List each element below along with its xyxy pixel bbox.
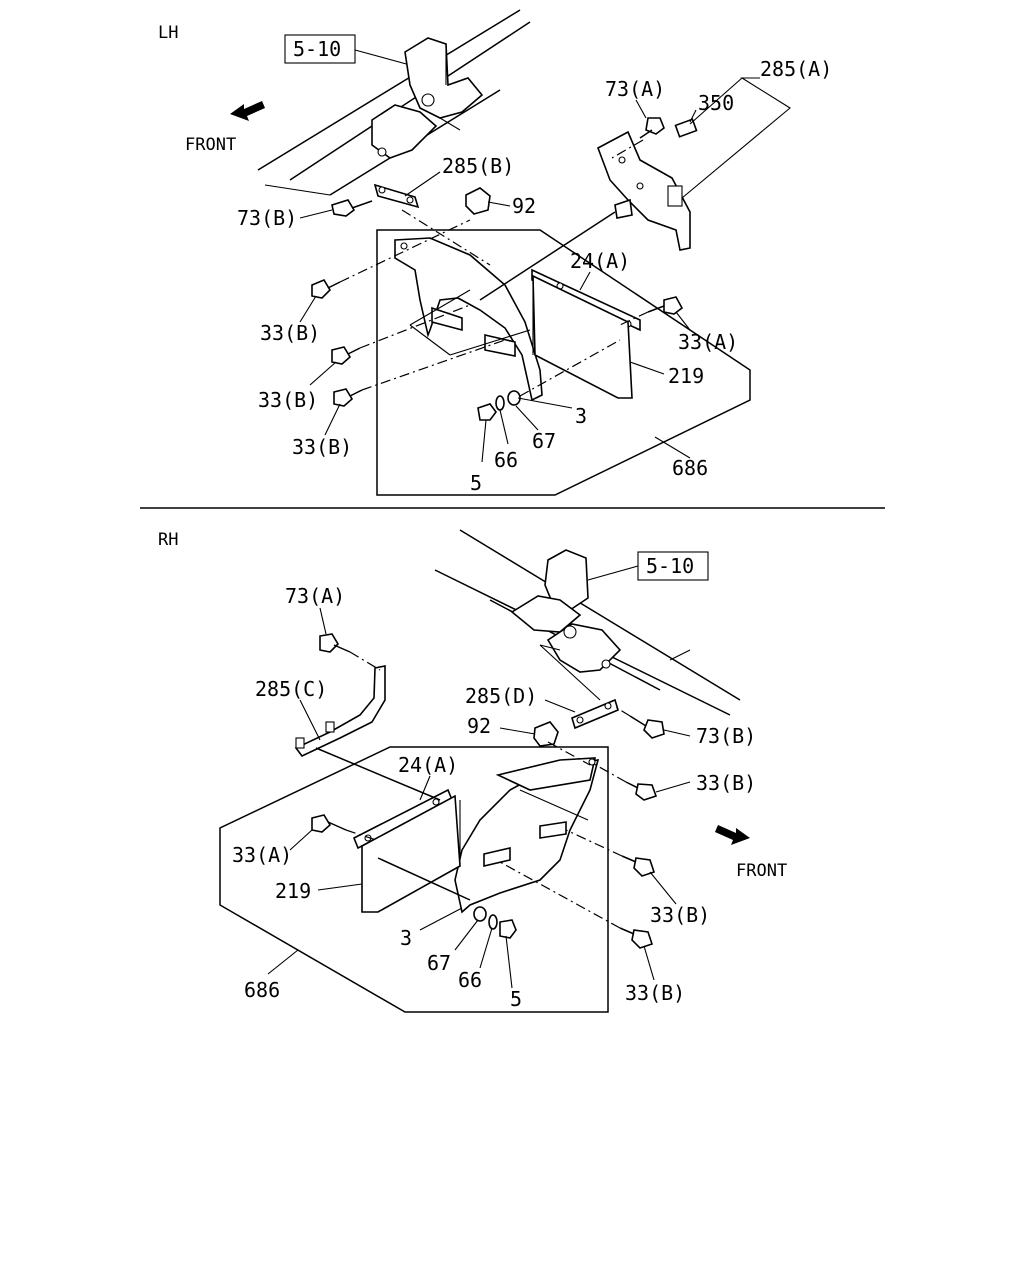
rh-section-label: RH (158, 530, 178, 550)
rh-callout-73a: 73(A) (285, 584, 345, 608)
lh-ref-box-label: 5-10 (293, 37, 341, 61)
lh-bolt-33b-2-icon (331, 346, 361, 365)
lh-bolt-33b-1-icon (311, 278, 341, 299)
rh-callout-24a: 24(A) (398, 753, 458, 777)
lh-callout-3: 3 (575, 404, 587, 428)
lh-section: LH FRONT 5-10 (158, 9, 832, 496)
rh-callout-219: 219 (275, 879, 311, 903)
rh-front-arrow-icon (715, 825, 750, 845)
lh-section-label: LH (158, 23, 178, 43)
rh-clip-92 (533, 721, 559, 747)
lh-part-350 (674, 118, 698, 138)
lh-bolt-73a-icon (639, 117, 665, 139)
lh-nut-5-icon (477, 403, 497, 421)
rh-washer-67-icon (473, 906, 487, 922)
lh-callout-33b-2: 33(B) (258, 388, 318, 412)
rh-mud-flap-219 (361, 794, 461, 913)
rh-callout-33b-1: 33(B) (696, 771, 756, 795)
rh-callout-67: 67 (427, 951, 451, 975)
lh-mudguard-bracket (394, 237, 543, 402)
lh-spring-bracket (371, 37, 484, 159)
lh-callout-33b-1: 33(B) (260, 321, 320, 345)
lh-callout-67: 67 (532, 429, 556, 453)
rh-bolt-33a-icon (311, 814, 347, 833)
rh-front-label: FRONT (736, 861, 787, 881)
rh-callout-92: 92 (467, 714, 491, 738)
rh-bolt-33b-2-icon (621, 855, 656, 877)
lh-callout-24a: 24(A) (570, 249, 630, 273)
rh-washer-66-icon (488, 914, 498, 930)
rh-bolt-33b-1-icon (625, 781, 658, 801)
rh-plate-285d (571, 698, 619, 730)
lh-callout-350: 350 (698, 91, 734, 115)
lh-front-arrow-icon (230, 101, 265, 121)
lh-bolt-73b-icon (331, 199, 373, 217)
rh-callout-33b-2: 33(B) (650, 903, 710, 927)
lh-assembly-boundary-686 (376, 229, 751, 496)
rh-assembly-boundary-686 (219, 746, 609, 1013)
rh-bolt-73a-icon (319, 633, 351, 653)
lh-ref-box (284, 34, 356, 64)
lh-callout-285b: 285(B) (442, 154, 514, 178)
rh-callout-285c: 285(C) (255, 677, 327, 701)
lh-front-label: FRONT (185, 135, 236, 155)
rh-bolt-73b-icon (629, 715, 665, 739)
rh-mudguard-bracket (454, 757, 600, 914)
rh-section: RH FRONT 5-10 (158, 529, 787, 1013)
rh-callout-33b-3: 33(B) (625, 981, 685, 1005)
rh-callout-73b: 73(B) (696, 724, 756, 748)
lh-callout-33a: 33(A) (678, 330, 738, 354)
lh-callout-285a: 285(A) (760, 57, 832, 81)
rh-callout-5: 5 (510, 987, 522, 1011)
lh-bolt-33b-3-icon (333, 388, 363, 407)
rh-callout-285d: 285(D) (465, 684, 537, 708)
lh-callout-33b-3: 33(B) (292, 435, 352, 459)
lh-callout-66: 66 (494, 448, 518, 472)
lh-callout-5: 5 (470, 471, 482, 495)
rh-bolt-33b-3-icon (619, 927, 654, 949)
lh-callout-92: 92 (512, 194, 536, 218)
lh-callout-686: 686 (672, 456, 708, 480)
lh-bolt-33a-icon (647, 296, 684, 315)
rh-ref-box-label: 5-10 (646, 554, 694, 578)
rh-bracket-285c (294, 665, 386, 758)
rh-callout-686: 686 (244, 978, 280, 1002)
rh-callout-3: 3 (400, 926, 412, 950)
lh-callout-73b: 73(B) (237, 206, 297, 230)
rh-spring-bracket (510, 549, 622, 673)
lh-callout-73a: 73(A) (605, 77, 665, 101)
lh-washer-66-icon (495, 395, 505, 411)
rh-callout-33a: 33(A) (232, 843, 292, 867)
lh-plate-285b (373, 183, 420, 209)
lh-bracket-285a (597, 130, 691, 251)
lh-clip-92 (465, 187, 491, 215)
lh-callout-219: 219 (668, 364, 704, 388)
rh-nut-5-icon (499, 919, 517, 939)
lh-mud-flap-219 (532, 274, 633, 399)
rh-callout-66: 66 (458, 968, 482, 992)
